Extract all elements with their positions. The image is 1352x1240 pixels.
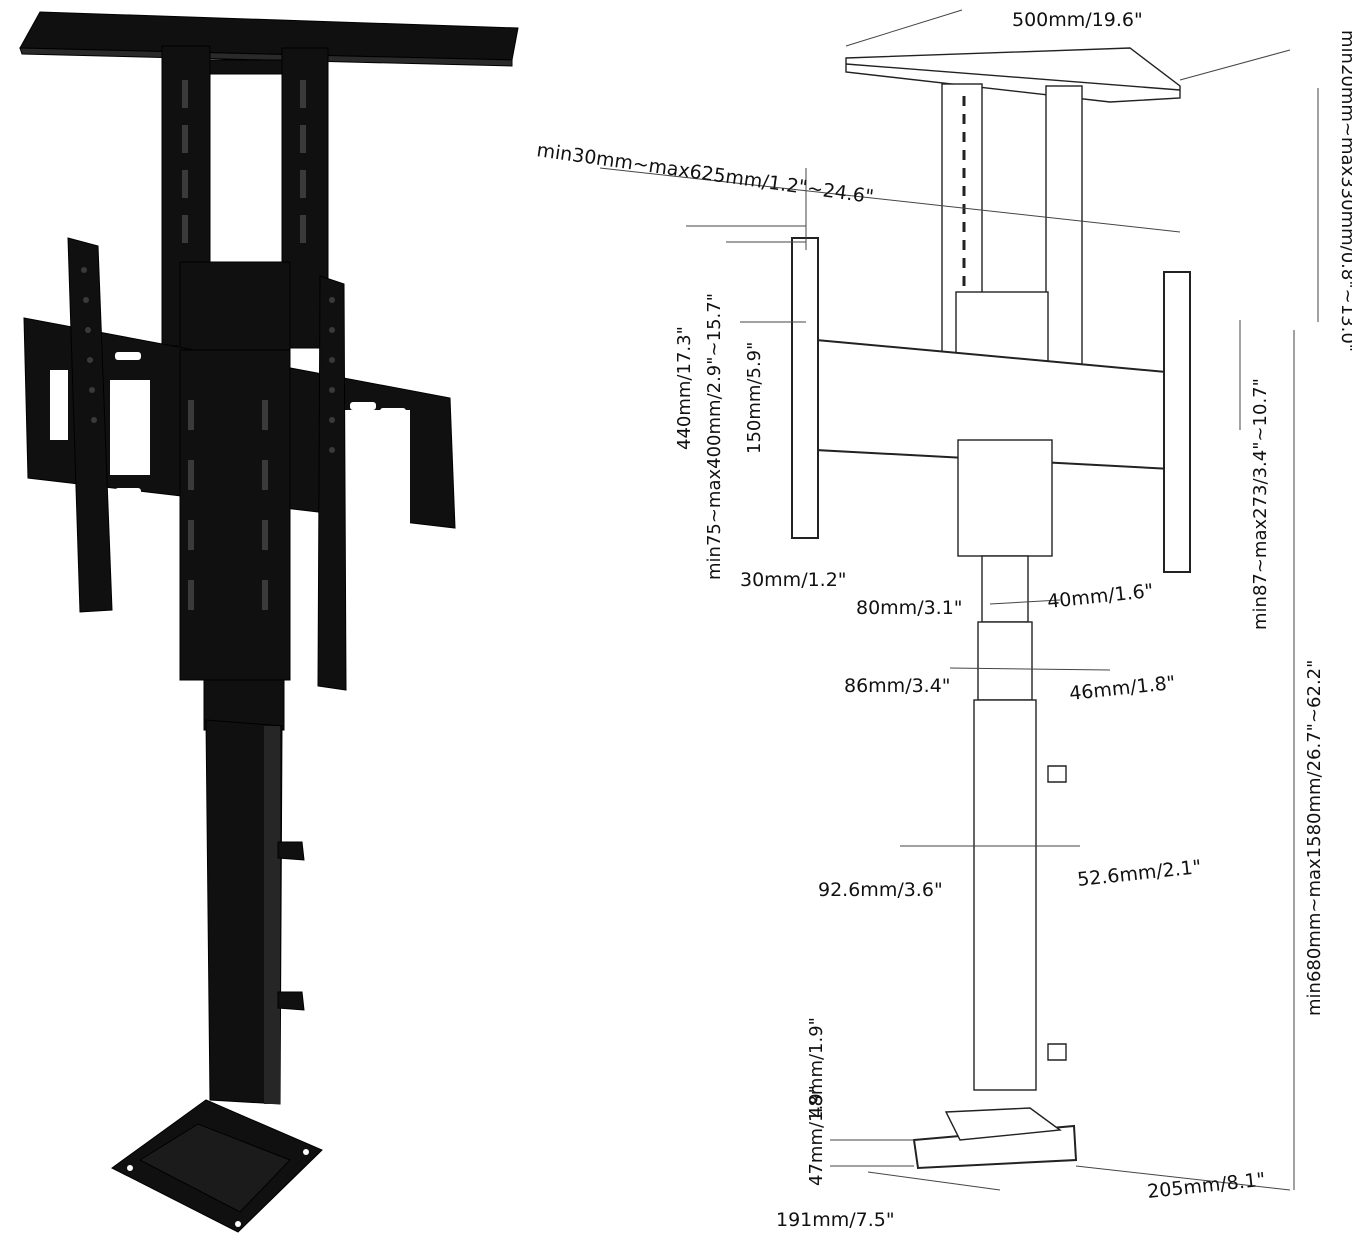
label-base-height: 47mm/1.9" bbox=[806, 1085, 827, 1186]
motor-housing bbox=[138, 1123, 291, 1213]
line-drawing bbox=[791, 47, 1192, 1170]
drawing-right-arm bbox=[1163, 271, 1191, 573]
label-upper-tube-width: 80mm/3.1" bbox=[856, 597, 963, 619]
label-base-height-tall: 48mm/1.9" bbox=[806, 1017, 827, 1118]
label-arm-offset: min87~max273/3.4"~10.7" bbox=[1250, 378, 1271, 630]
drawing-upper-tube bbox=[981, 555, 1029, 623]
label-vesa-vertical: min75~max400mm/2.9"~15.7" bbox=[704, 293, 725, 580]
label-lower-tube-depth: 52.6mm/2.1" bbox=[1076, 856, 1202, 891]
drawing-lower-tube bbox=[973, 699, 1037, 1091]
label-arm-span: min30mm~max625mm/1.2"~24.6" bbox=[535, 139, 875, 208]
cable-clip-upper bbox=[277, 841, 305, 861]
right-arm bbox=[317, 275, 347, 691]
label-plate-height: 150mm/5.9" bbox=[744, 342, 765, 454]
drawing-top-shelf bbox=[845, 47, 1181, 103]
drawing-left-arm bbox=[791, 237, 819, 539]
label-lower-tube-width: 92.6mm/3.6" bbox=[818, 879, 943, 901]
label-bracket-height: 440mm/17.3" bbox=[674, 326, 695, 450]
label-top-height: min20mm~max330mm/0.8"~13.0" bbox=[1337, 30, 1352, 352]
drawing-mid-tube bbox=[977, 621, 1033, 701]
label-mid-tube-depth: 46mm/1.8" bbox=[1068, 672, 1176, 705]
label-mid-tube-width: 86mm/3.4" bbox=[844, 675, 951, 697]
label-top-width: 500mm/19.6" bbox=[1012, 9, 1143, 31]
cable-clip-lower bbox=[277, 991, 305, 1011]
product-photo bbox=[19, 11, 519, 1233]
drawing-right-rail bbox=[1045, 85, 1083, 387]
label-total-height: min680mm~max1580mm/26.7"~62.2" bbox=[1304, 660, 1325, 1016]
label-base-width: 191mm/7.5" bbox=[776, 1209, 895, 1231]
label-upper-tube-depth: 40mm/1.6" bbox=[1046, 580, 1154, 613]
label-arm-width: 30mm/1.2" bbox=[740, 569, 847, 591]
upper-column bbox=[203, 679, 285, 731]
center-plate bbox=[179, 349, 291, 681]
drawing-carriage bbox=[955, 291, 1049, 363]
drawing-center-plate bbox=[957, 439, 1053, 557]
dimension-lines bbox=[599, 9, 1319, 1191]
left-arm bbox=[67, 237, 113, 613]
label-base-depth: 205mm/8.1" bbox=[1146, 1169, 1266, 1203]
carriage-block bbox=[179, 261, 291, 353]
